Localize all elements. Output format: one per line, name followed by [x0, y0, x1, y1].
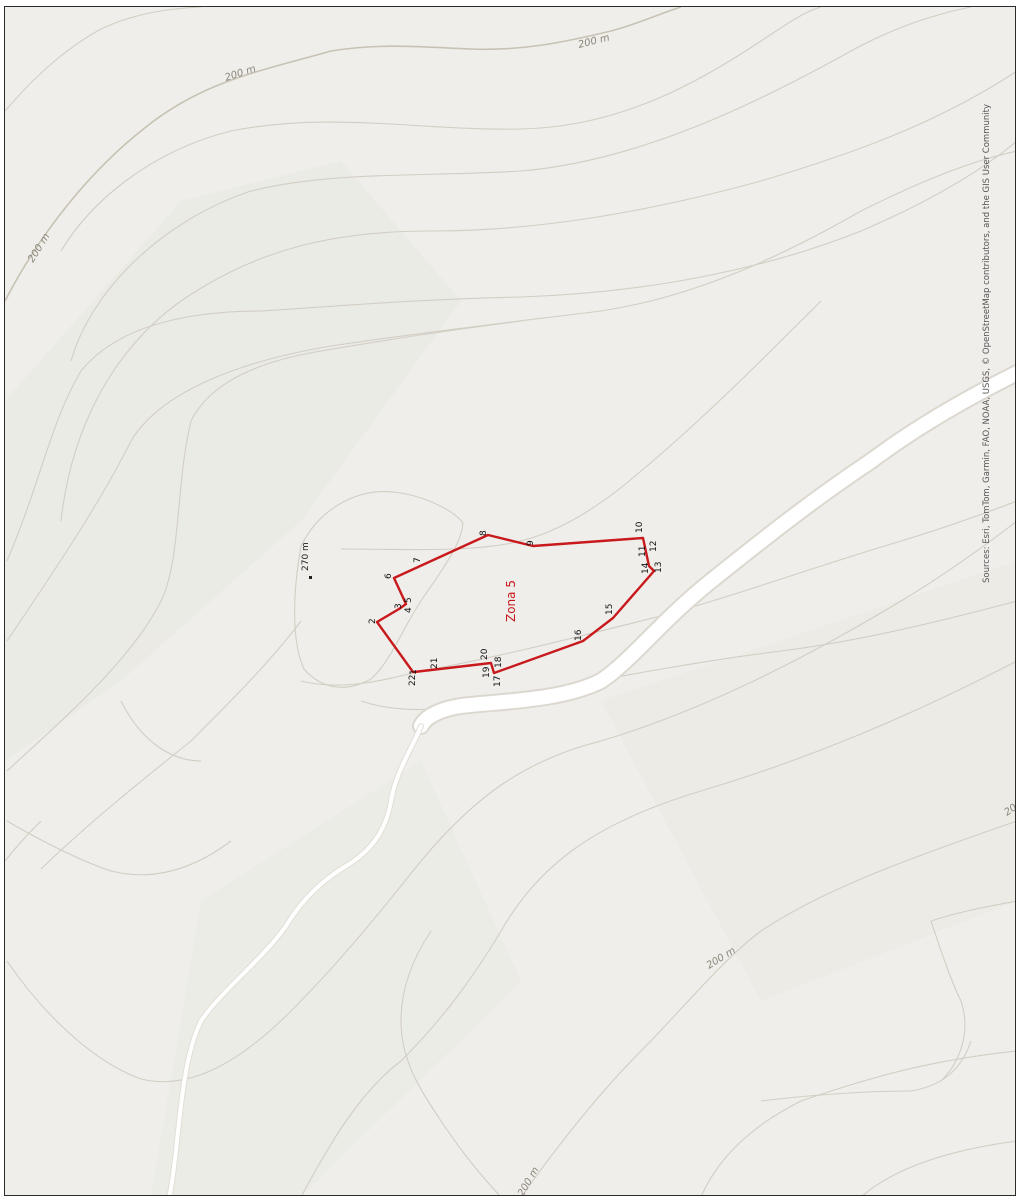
vertex-label: 15: [605, 604, 615, 615]
zone-label: Zona 5: [504, 580, 518, 622]
contour-label: 200 m: [26, 231, 52, 264]
vertex-labels: 1 2 3 4 5 6 7 8 9 10 11 12 13 14 15 16 1…: [368, 521, 664, 687]
road: [166, 364, 1015, 1195]
vertex-label: 1: [409, 669, 419, 675]
vertex-label: 18: [494, 656, 504, 668]
vertex-label: 11: [638, 546, 648, 557]
vertex-label: 7: [413, 557, 423, 563]
spot-height: 270 m: [301, 542, 312, 579]
vertex-label: 9: [526, 540, 536, 546]
vertex-label: 20: [480, 648, 490, 660]
map-frame: 200 m 200 m 200 m 200 m 200 m 20 270 m Z…: [4, 6, 1016, 1196]
vertex-label: 21: [430, 658, 440, 669]
contour-label: 200 m: [516, 1165, 542, 1196]
zone-boundary[interactable]: Zona 5: [375, 533, 656, 675]
vertex-label: 12: [649, 541, 659, 552]
vertex-label: 13: [654, 562, 664, 573]
vertex-label: 17: [493, 676, 503, 687]
spot-height-marker: [309, 576, 312, 579]
map-canvas: 200 m 200 m 200 m 200 m 200 m 20 270 m Z…: [5, 7, 1016, 1196]
spot-height-label: 270 m: [301, 542, 311, 571]
vertex-label: 5: [404, 597, 414, 603]
vertex-label: 16: [574, 629, 584, 641]
vertex-label: 10: [635, 521, 645, 533]
zone-polygon[interactable]: [375, 533, 656, 675]
vertex-label: 6: [384, 573, 394, 579]
contour-lines: [5, 7, 1015, 1195]
contour-label: 200 m: [577, 32, 611, 50]
map-attribution: Sources: Esri, TomTom, Garmin, FAO, NOAA…: [982, 104, 992, 583]
vertex-label: 3: [394, 603, 404, 609]
summit-contour: [294, 491, 464, 688]
contour-label: 200 m: [705, 945, 738, 971]
contour-label: 200 m: [224, 63, 258, 83]
contour-label: 20: [1002, 802, 1016, 818]
vertex-label: 14: [641, 562, 651, 574]
vertex-label: 4: [404, 607, 414, 613]
contour-crossing: [340, 300, 822, 551]
terrain-shading: [5, 161, 1015, 1195]
vertex-label: 2: [368, 618, 378, 624]
vertex-label: 22: [408, 675, 418, 686]
vertex-label: 8: [479, 530, 489, 536]
vertex-label: 19: [482, 666, 492, 678]
